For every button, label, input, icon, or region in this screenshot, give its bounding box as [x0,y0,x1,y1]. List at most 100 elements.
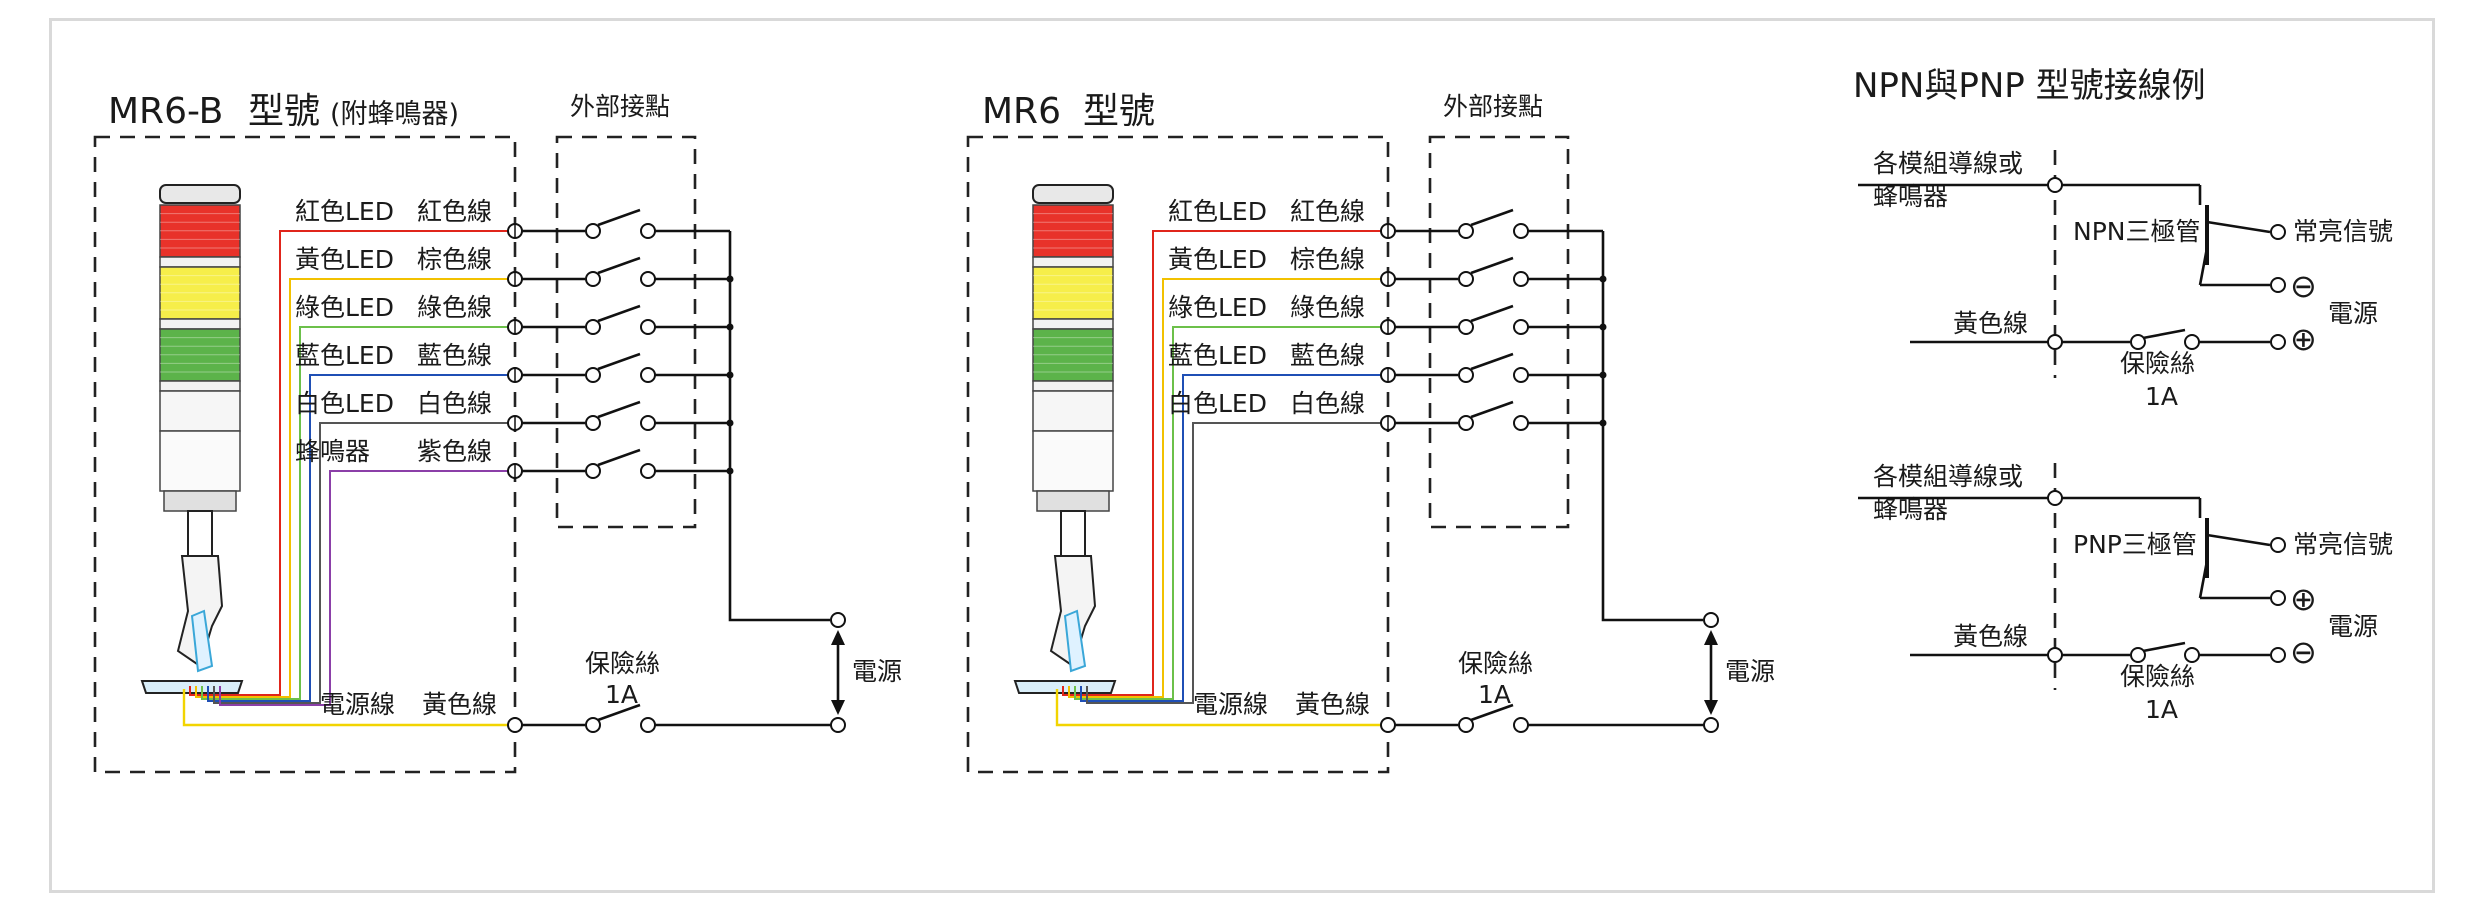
npn-example: 各模組導線或 蜂鳴器 NPN三極管 常亮信號 ⊖ 電源 ⊕ 黃色線 [1858,149,2393,411]
contact-blade-1 [597,256,641,275]
lamp-yellow [159,266,241,320]
contact-blade-5 [597,448,641,467]
lamp-green [159,328,241,382]
tower-base-ring [163,490,237,512]
diagram-frame [49,18,2435,893]
wire-0 [1133,230,1388,696]
wire-bundle-5 [219,686,310,706]
lamp-clear [1032,390,1114,432]
tower-cap [1032,184,1114,204]
wire-bundle-3 [1080,686,1163,702]
fuse-label: 保險絲 [1458,649,1533,678]
contact-b-2 [640,319,656,335]
wire-bundle-1 [1068,686,1143,698]
npn-ground-wire: 黃色線 [1953,309,2028,338]
contact-b-2 [1513,319,1529,335]
contact-b-3 [640,367,656,383]
wire-bundle-2 [201,686,280,700]
power-wire-label: 黃色線 [1295,690,1370,719]
wire-label-0: 紅色線 [417,197,492,226]
npn-output: 常亮信號 [2293,217,2393,246]
transistor-examples: NPN與PNP 型號接線例 各模組導線或 蜂鳴器 NPN三極管 常亮信號 ⊖ 電… [1853,66,2393,724]
lamp-green [1032,328,1114,382]
fuse-b [1513,717,1529,733]
pnp-input-line2: 蜂鳴器 [1873,495,1948,524]
lamp-divider [159,318,241,330]
pnp-fuse-rating: 1A [2145,695,2178,724]
transistor-title: NPN與PNP 型號接線例 [1853,66,2206,106]
wire-label-0: 紅色線 [1290,197,1365,226]
contact-blade-3 [1470,352,1514,371]
power-arrow-up [831,630,845,645]
power-wire-label: 黃色線 [422,690,497,719]
contact-b-4 [640,415,656,431]
led-label-3: 藍色LED [295,341,394,370]
npn-input-line1: 各模組導線或 [1873,149,2023,178]
wire-2 [1153,326,1388,700]
wire-label-1: 棕色線 [417,245,492,274]
led-label-1: 黃色LED [295,245,394,274]
contact-blade-4 [597,400,641,419]
wire-bundle-0 [189,686,260,696]
common-bus [1601,231,1703,622]
model-note-b: (附蜂鳴器) [330,99,459,130]
power-label: 電源 [852,657,902,686]
model-word-a: 型號 [1083,91,1155,132]
lamp-divider [1032,256,1114,268]
contact-a-2 [1458,319,1474,335]
power-wire-terminal [507,717,523,733]
wire-label-4: 白色線 [417,389,492,418]
power-line-label: 電源線 [320,690,395,719]
fuse-rating: 1A [1478,680,1511,709]
power-wire [1055,689,1388,727]
lamp-divider [1032,380,1114,392]
lamp-red [1032,204,1114,258]
contact-b-5 [640,463,656,479]
lamp-divider [1032,318,1114,330]
contact-a-1 [1458,271,1474,287]
pnp-output: 常亮信號 [2293,530,2393,559]
contact-a-3 [1458,367,1474,383]
pnp-power: 電源 [2328,612,2378,641]
fuse-a [585,717,601,733]
led-label-3: 藍色LED [1168,341,1267,370]
lamp-enclosure-b [93,135,517,774]
wire-3 [1163,374,1388,702]
power-wire-terminal [1380,717,1396,733]
wire-2 [280,326,515,700]
buzzer-unit [159,430,241,492]
contacts-enclosure-b [555,135,697,529]
fuse-rating: 1A [605,680,638,709]
contact-a-5 [585,463,601,479]
lamp-enclosure-a [966,135,1390,774]
mount-foot [140,680,244,694]
bracket-highlight [1063,609,1087,673]
wire-label-2: 綠色線 [417,293,492,322]
led-label-4: 白色LED [1168,389,1267,418]
contact-blade-3 [597,352,641,371]
led-label-0: 紅色LED [295,197,394,226]
pnp-input-line1: 各模組導線或 [1873,462,2023,491]
wire-bundle-4 [1086,686,1173,704]
external-contacts-b: 外部接點 [570,92,670,121]
wire-bundle-0 [1062,686,1133,696]
bracket-highlight [190,609,214,673]
contact-b-0 [1513,223,1529,239]
npn-fuse-rating: 1A [2145,382,2178,411]
power-arrow-up [1704,630,1718,645]
tower-cap [159,184,241,204]
wire-label-3: 藍色線 [1290,341,1365,370]
contact-b-4 [1513,415,1529,431]
contact-b-1 [640,271,656,287]
model-word-b: 型號 [248,91,320,132]
pnp-power-sign-bottom: ⊖ [2290,633,2317,671]
wire-0 [260,230,515,696]
contact-blade-2 [1470,304,1514,323]
pnp-example: 各模組導線或 蜂鳴器 PNP三極管 常亮信號 ⊕ 電源 ⊖ 黃色線 [1858,462,2393,724]
contact-b-0 [640,223,656,239]
fuse-blade [1470,703,1514,722]
power-terminal-top [830,612,846,628]
contact-blade-0 [597,208,641,227]
